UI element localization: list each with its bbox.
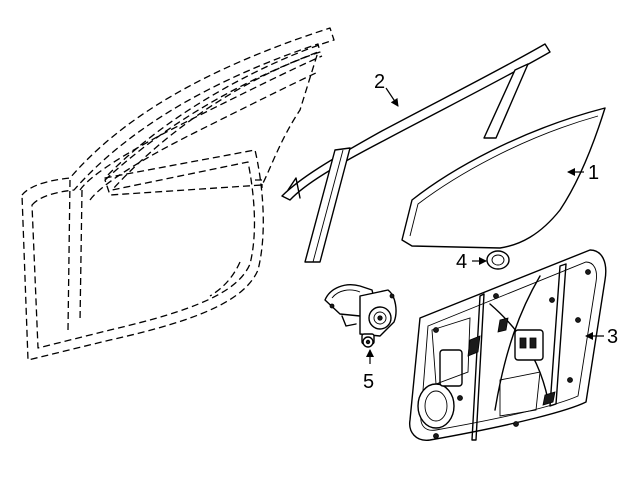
callout-labels: 1 2 3 4 5 (363, 71, 618, 393)
window-motor (324, 284, 397, 348)
grommet-plug (486, 250, 510, 270)
door-shell-outline (21, 27, 335, 361)
callout-3: 3 (607, 326, 618, 348)
window-regulator-module (409, 249, 607, 441)
door-glass (401, 107, 606, 249)
callout-5: 5 (363, 371, 374, 393)
glass-run-channel (281, 43, 551, 263)
callout-1: 1 (588, 162, 599, 184)
leader-2 (385, 87, 399, 107)
callout-2: 2 (374, 71, 385, 93)
callout-4: 4 (456, 251, 467, 273)
callout-leaders (366, 87, 604, 364)
